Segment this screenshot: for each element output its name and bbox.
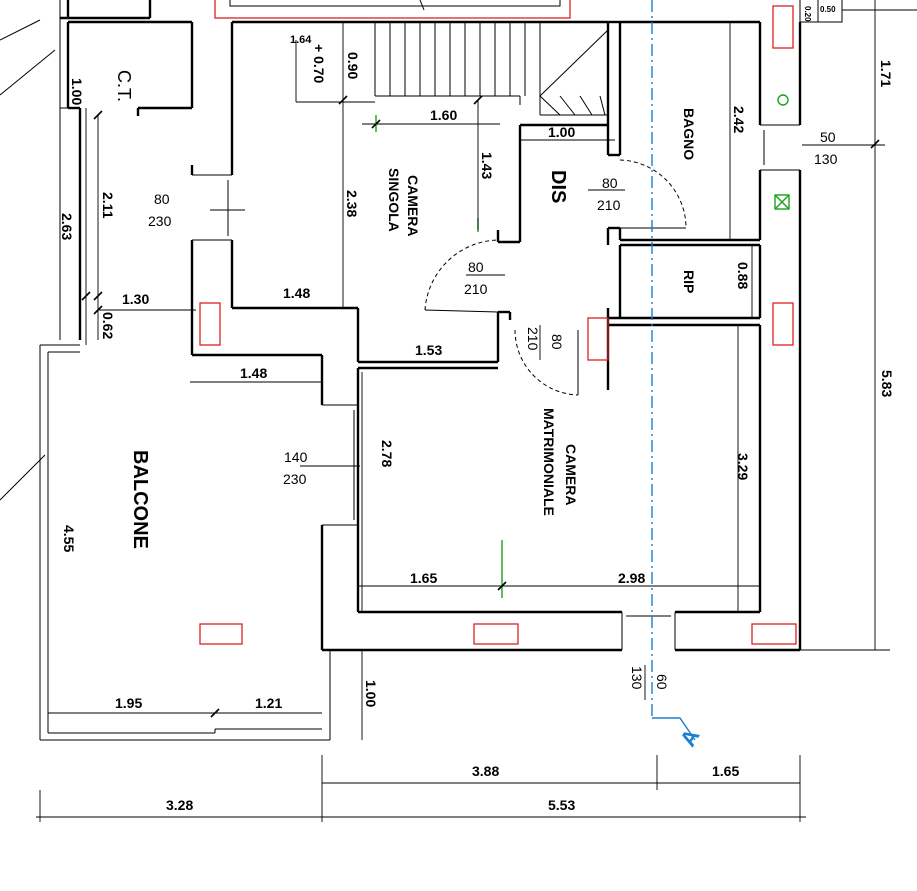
dim-2-78: 2.78 [379, 440, 395, 467]
exterior-lines [0, 19, 56, 501]
section-line [651, 0, 696, 741]
dim-plus-0-70: + 0.70 [311, 44, 327, 84]
room-rip: RIP [681, 270, 697, 293]
dim-0-50: 0.50 [820, 5, 836, 14]
room-camera-singola-line2: SINGOLA [386, 168, 402, 232]
dim-1-48-b: 1.48 [240, 365, 267, 381]
room-bagno: BAGNO [681, 108, 697, 160]
opening-3-width: 50 [820, 129, 836, 145]
room-balcone: BALCONE [129, 450, 151, 549]
dim-2-98: 2.98 [618, 570, 645, 586]
dim-5-53: 5.53 [548, 797, 575, 813]
dim-3-29: 3.29 [735, 453, 751, 480]
opening-1-width: 80 [154, 191, 170, 207]
opening-4-height: 210 [464, 281, 488, 297]
dim-2-11: 2.11 [100, 192, 116, 219]
opening-2-width: 80 [602, 175, 618, 191]
dimension-lines [36, 0, 890, 822]
top-edge-fragments [59, 0, 917, 23]
dim-1-95: 1.95 [115, 695, 142, 711]
dim-1-00-bot: 1.00 [363, 680, 379, 707]
dim-3-28: 3.28 [166, 797, 193, 813]
dim-1-53: 1.53 [415, 342, 442, 358]
dim-1-30: 1.30 [122, 291, 149, 307]
dim-4-55: 4.55 [61, 525, 77, 552]
dim-1-64: 1.64 [290, 34, 312, 46]
room-ct: C.T. [114, 70, 134, 102]
room-camera-singola-line1: CAMERA [405, 175, 421, 236]
dim-2-42: 2.42 [731, 106, 747, 133]
dim-1-60: 1.60 [430, 107, 457, 123]
dim-1-43: 1.43 [479, 152, 495, 179]
section-marker-label: A [675, 724, 705, 750]
opening-6-width: 140 [284, 449, 308, 465]
dim-1-00-dis: 1.00 [548, 124, 575, 140]
door-swings [424, 159, 687, 396]
dim-1-65-bot: 1.65 [712, 763, 739, 779]
room-camera-matrimoniale-line1: CAMERA [563, 444, 579, 505]
staircase [389, 22, 609, 116]
opening-4-width: 80 [468, 259, 484, 275]
room-dis: DIS [547, 170, 569, 203]
dim-2-63: 2.63 [59, 213, 75, 240]
dim-1-71: 1.71 [878, 60, 894, 87]
dim-0-88: 0.88 [735, 262, 751, 289]
opening-5-width: 80 [549, 334, 565, 350]
opening-3-height: 130 [814, 151, 838, 167]
dim-5-83: 5.83 [879, 370, 895, 397]
opening-7-height: 130 [629, 666, 645, 690]
dim-1-00-ct: 1.00 [69, 78, 85, 105]
opening-6-height: 230 [283, 471, 307, 487]
dim-1-48-cs: 1.48 [283, 285, 310, 301]
dim-0-62: 0.62 [100, 312, 116, 339]
room-camera-matrimoniale-line2: MATRIMONIALE [541, 408, 557, 516]
dim-0-90: 0.90 [345, 52, 361, 79]
opening-7-width: 60 [654, 674, 670, 690]
dim-1-65-cm: 1.65 [410, 570, 437, 586]
radiators [199, 5, 797, 645]
opening-1-height: 230 [148, 213, 172, 229]
opening-5-height: 210 [525, 327, 541, 351]
dim-2-38: 2.38 [344, 190, 360, 217]
dim-0-20: 0.20 [803, 6, 812, 22]
opening-2-height: 210 [597, 197, 621, 213]
dim-3-88: 3.88 [472, 763, 499, 779]
dim-1-21: 1.21 [255, 695, 282, 711]
